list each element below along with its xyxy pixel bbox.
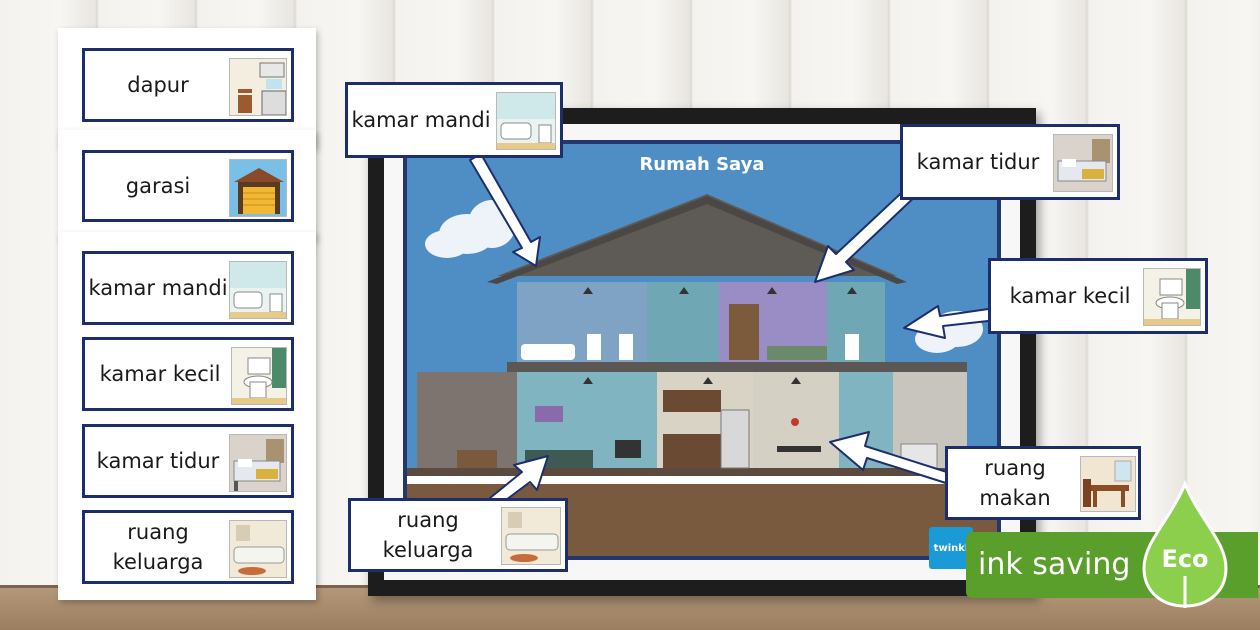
callout-label: kamar tidur [916, 150, 1040, 174]
callout-label: ruang makan [979, 456, 1051, 510]
callout-label: kamar mandi [351, 108, 491, 132]
callout-kamar-mandi: kamar mandi [345, 82, 563, 158]
house-illustration [407, 194, 997, 556]
bathroom-picture-icon [229, 261, 287, 319]
garage-picture-icon [229, 159, 287, 217]
dining-room-picture-icon [1080, 456, 1136, 512]
word-card-label: kamar kecil [99, 362, 221, 386]
word-card-label: kamar mandi [88, 276, 228, 300]
toilet-picture-icon [1143, 268, 1201, 326]
twinkl-logo: twinkl [929, 527, 973, 569]
word-card-kamar-mandi: kamar mandi [82, 251, 294, 325]
kitchen-picture-icon [229, 58, 287, 116]
toilet-picture-icon [231, 347, 287, 405]
word-card-ruang-keluarga: ruang keluarga [82, 510, 294, 584]
eco-label: Eco [1161, 545, 1209, 573]
word-card-kamar-tidur: kamar tidur [82, 424, 294, 498]
word-card-label: ruang keluarga [112, 520, 204, 574]
poster-house-diagram: Rumah Saya [403, 140, 1001, 560]
living-room-picture-icon [501, 507, 561, 565]
living-room-picture-icon [229, 520, 287, 578]
callout-kamar-tidur: kamar tidur [900, 124, 1120, 200]
leaf-drop-icon [1142, 480, 1228, 608]
callout-ruang-makan: ruang makan [945, 446, 1141, 520]
callout-label: ruang keluarga [382, 508, 474, 562]
bedroom-picture-icon [1053, 134, 1113, 192]
word-card-dapur: dapur [82, 48, 294, 122]
poster-title: Rumah Saya [639, 154, 765, 175]
word-card-garasi: garasi [82, 150, 294, 222]
word-card-label: kamar tidur [96, 449, 220, 473]
bathroom-picture-icon [496, 92, 556, 150]
callout-kamar-kecil: kamar kecil [988, 258, 1208, 334]
word-card-kamar-kecil: kamar kecil [82, 337, 294, 411]
bedroom-picture-icon [229, 434, 287, 492]
callout-ruang-keluarga: ruang keluarga [348, 498, 568, 572]
ink-saving-label: ink saving [978, 546, 1131, 582]
word-card-label: garasi [125, 174, 191, 198]
callout-label: kamar kecil [1009, 284, 1131, 308]
word-card-label: dapur [127, 73, 189, 97]
